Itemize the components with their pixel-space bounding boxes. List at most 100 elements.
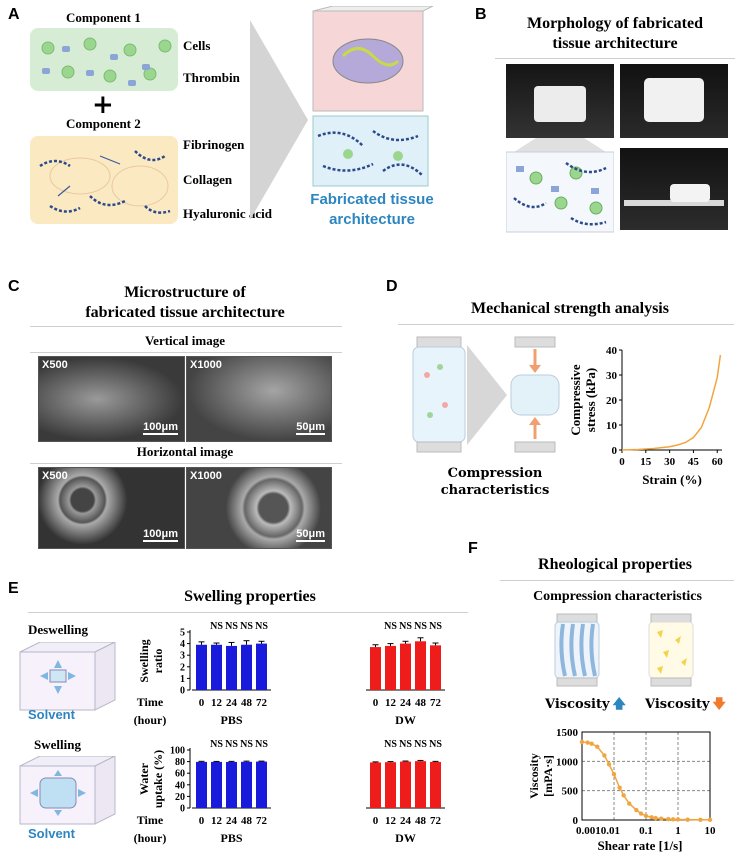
horizontal-image-label: Horizontal image <box>136 444 234 459</box>
x-tick-label: 72 <box>256 697 268 709</box>
scale-bar-50um: 50μm <box>296 421 325 435</box>
y-axis-title: Wateruptake (%) <box>137 750 165 808</box>
significance-label: NS <box>255 739 268 750</box>
panel-c-label: C <box>8 278 20 295</box>
viscosity-point <box>638 811 644 816</box>
x-tick-label: 1 <box>675 825 681 837</box>
significance-label: NS <box>225 739 238 750</box>
y-tick-label: 0 <box>180 804 185 815</box>
bar <box>226 761 237 808</box>
viscosity-point <box>579 739 585 745</box>
horizontal-divider <box>30 463 342 464</box>
panel-b-title-line1: Morphology of fabricated <box>527 15 703 32</box>
significance-label: NS <box>429 739 442 750</box>
viscosity-point <box>659 816 664 821</box>
bar <box>415 641 426 690</box>
panel-b-title: Morphology of fabricated tissue architec… <box>500 14 730 54</box>
bar <box>211 761 222 808</box>
viscosity-point <box>675 817 681 822</box>
sem-vertical-x500: X500 100μm <box>38 356 185 442</box>
component2-illustration <box>30 136 178 224</box>
panel-e-label: E <box>8 580 19 597</box>
bar <box>241 644 252 690</box>
panel-d-title: Mechanical strength analysis <box>471 300 669 317</box>
significance-label: NS <box>399 739 412 750</box>
x-tick-label: 10 <box>705 825 717 837</box>
photo-bottom-right <box>620 148 728 230</box>
thrombin-label: Thrombin <box>183 70 240 85</box>
viscosity-point <box>621 793 626 798</box>
viscosity-point <box>606 762 612 767</box>
viscosity-point <box>707 817 713 823</box>
x-tick-label: 72 <box>430 697 442 709</box>
panel-f-label: F <box>468 540 478 557</box>
x-tick-label: 60 <box>712 456 724 468</box>
panel-f-divider <box>500 580 734 581</box>
x-tick-label: 12 <box>211 815 223 827</box>
viscosity-point <box>602 753 607 758</box>
x-tick-label: 12 <box>385 697 397 709</box>
y-tick-label: 500 <box>562 786 579 798</box>
component2-label: Component 2 <box>66 116 141 131</box>
magnification-x500: X500 <box>42 470 68 482</box>
x-tick-label: 0 <box>373 815 379 827</box>
panel-b-title-line2: tissue architecture <box>552 35 678 52</box>
y-tick-label: 10 <box>606 420 618 432</box>
bar <box>385 762 396 808</box>
y-tick-label: 60 <box>175 769 185 780</box>
y-tick-label: 20 <box>606 395 618 407</box>
solvent-label-bottom: Solvent <box>28 826 75 841</box>
y-tick-label: 0 <box>612 445 618 457</box>
x-tick-label: 48 <box>415 815 427 827</box>
swelling-ratio-chart: 012345Swellingratio0NS12NS24NS48NS72PBS0… <box>134 621 445 726</box>
y-tick-label: 3 <box>180 651 185 662</box>
x-tick-label: 12 <box>385 815 397 827</box>
y-tick-label: 2 <box>180 662 185 673</box>
time-row-label: Time <box>137 695 164 709</box>
x-tick-label: 30 <box>664 456 676 468</box>
viscosity-point <box>643 813 649 819</box>
y-tick-label: 30 <box>606 370 618 382</box>
vertical-divider <box>30 352 342 353</box>
fibrinogen-label: Fibrinogen <box>183 137 245 152</box>
bar <box>430 761 441 808</box>
y-tick-label: 40 <box>175 780 185 791</box>
y-tick-label: 1 <box>180 674 185 685</box>
swelling-box <box>19 756 116 825</box>
viscosity-point <box>649 815 654 820</box>
y-tick-label: 1000 <box>556 756 579 768</box>
viscosity-point <box>666 816 671 822</box>
viscosity-point <box>589 741 594 746</box>
x-tick-label: 24 <box>400 697 412 709</box>
solvent-label-top: Solvent <box>28 707 75 722</box>
y-tick-label: 0 <box>180 686 185 697</box>
viscosity-curve <box>581 741 711 821</box>
magnification-x1000: X1000 <box>190 359 222 371</box>
panel-d-label: D <box>386 278 398 295</box>
magnification-x500: X500 <box>42 359 68 371</box>
panel-c-title-line2: fabricated tissue architecture <box>85 304 285 321</box>
significance-label: NS <box>255 621 268 632</box>
component1-label: Component 1 <box>66 10 141 25</box>
significance-label: NS <box>414 739 427 750</box>
x-tick-label: 45 <box>688 456 700 468</box>
sem-horizontal-x1000: X1000 50μm <box>186 467 332 549</box>
x-tick-label: 72 <box>430 815 442 827</box>
viscosity-down: Viscosity🡇 <box>645 695 726 717</box>
vertical-image-label: Vertical image <box>144 333 226 348</box>
x-tick-label: 0 <box>373 697 379 709</box>
y-tick-label: 100 <box>170 746 185 757</box>
significance-label: NS <box>384 621 397 632</box>
y-tick-label: 5 <box>180 628 185 639</box>
viscosity-point <box>634 807 639 813</box>
significance-label: NS <box>429 621 442 632</box>
panel-f-title: Rheological properties <box>538 556 692 573</box>
hyaluronic-label: Hyaluronic acid <box>183 206 272 221</box>
deswelling-label: Deswelling <box>28 622 88 637</box>
bar <box>385 645 396 690</box>
significance-label: NS <box>240 621 253 632</box>
viscosity-up: Viscosity🡅 <box>545 695 626 717</box>
y-tick-label: 20 <box>175 792 185 803</box>
